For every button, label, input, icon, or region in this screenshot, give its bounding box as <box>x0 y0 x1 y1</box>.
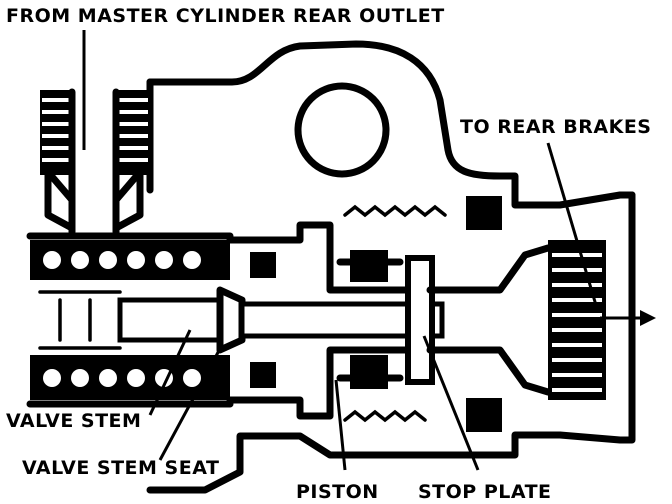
valve-body <box>146 40 636 494</box>
piston-assembly <box>226 196 502 432</box>
outlet-fitting <box>426 142 656 400</box>
valve-stem <box>38 286 246 354</box>
valve-stem-seat-label: VALVE STEM SEAT <box>22 457 219 479</box>
outlet-label: TO REAR BRAKES <box>460 116 652 138</box>
stop-plate-label: STOP PLATE <box>418 481 552 503</box>
inlet-label: FROM MASTER CYLINDER REAR OUTLET <box>6 5 445 27</box>
inlet-fitting <box>40 30 150 236</box>
piston-label: PISTON <box>296 481 379 503</box>
leaders <box>148 329 480 471</box>
valve-stem-label: VALVE STEM <box>6 410 141 432</box>
